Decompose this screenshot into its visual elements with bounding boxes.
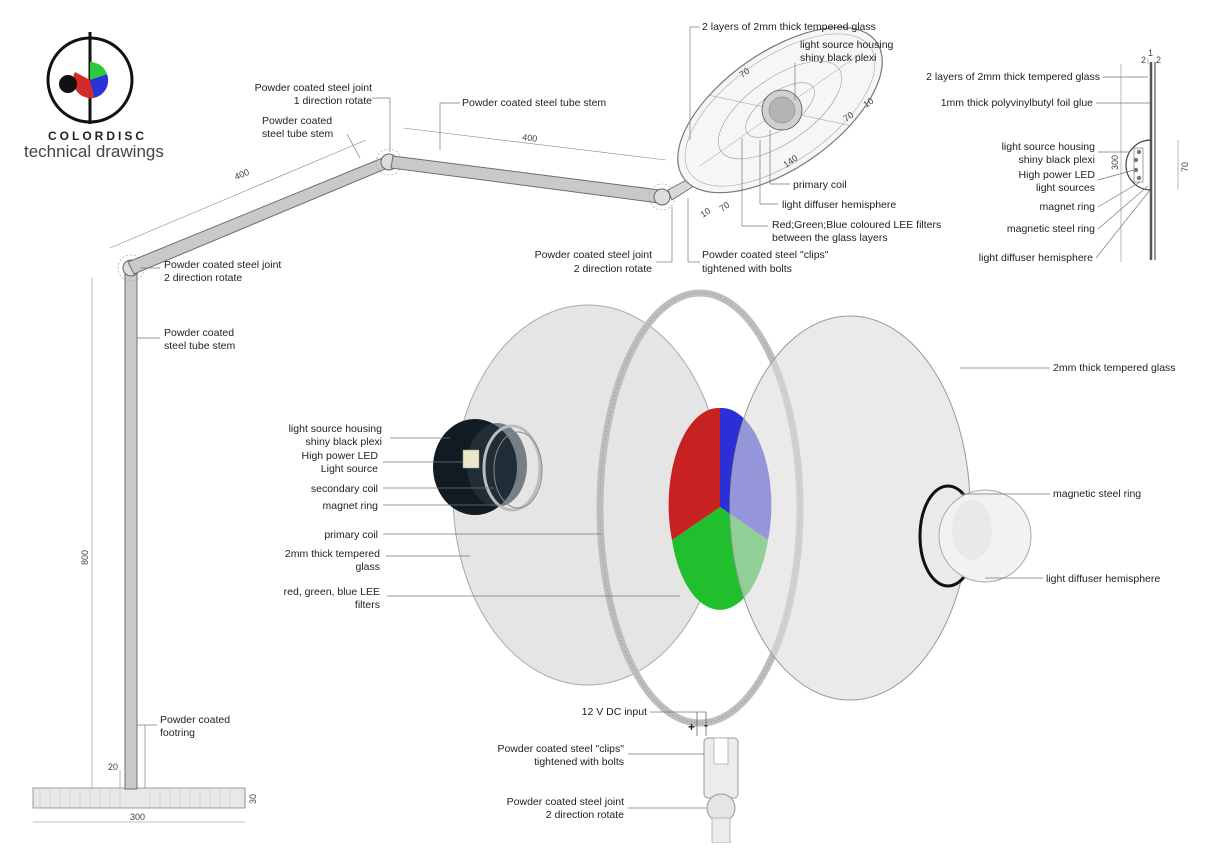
label-housing-top-l1: light source housing	[800, 39, 894, 51]
dim-height: 800	[80, 550, 90, 565]
magnet-ring	[493, 431, 543, 509]
label-ex-minus: -	[704, 718, 708, 732]
dimension-lines	[33, 64, 1179, 823]
label-joint-lower-l1: Powder coated steel joint	[164, 259, 281, 271]
upper-arm	[390, 155, 661, 204]
label-joint-1dir-l1: Powder coated steel joint	[255, 82, 372, 94]
logo-blue-slice	[90, 74, 109, 98]
glass-right	[729, 315, 971, 701]
label-ex-filters-l1: red, green, blue LEE	[284, 586, 380, 598]
label-tube-vertical-l2: steel tube stem	[164, 340, 235, 352]
vertical-stem	[124, 271, 138, 790]
label-ex-plus: +	[688, 720, 695, 734]
disc-perspective-view	[677, 26, 883, 194]
label-section-glass: 2 layers of 2mm thick tempered glass	[926, 71, 1100, 83]
label-section-foil: 1mm thick polyvinylbutyl foil glue	[941, 97, 1093, 109]
dim-arm-lower: 400	[233, 167, 251, 182]
label-ex-dc-input: 12 V DC input	[582, 706, 647, 718]
label-tube-upper-l1: Powder coated	[262, 115, 332, 127]
label-ex-filters-l2: filters	[355, 599, 380, 611]
label-filters-top-l1: Red;Green;Blue coloured LEE filters	[772, 219, 941, 231]
label-clips-top-l2: tightened with bolts	[702, 263, 792, 275]
label-section-diffuser: light diffuser hemisphere	[979, 252, 1093, 264]
logo-black-dot	[59, 75, 77, 93]
label-joint-right-l2: 2 direction rotate	[574, 263, 652, 275]
base-plate	[32, 787, 246, 809]
dim-disc-70-c: 70	[717, 200, 731, 214]
red-filter	[668, 407, 720, 540]
label-ex-glass-left-l2: glass	[355, 561, 380, 573]
label-ex-glass-right: 2mm thick tempered glass	[1053, 362, 1176, 374]
label-ex-clips-l1: Powder coated steel "clips"	[497, 743, 624, 755]
label-ex-primary-coil: primary coil	[324, 529, 378, 541]
label-section-housing-l1: light source housing	[1002, 141, 1096, 153]
lower-arm	[127, 156, 391, 275]
upper-joint	[653, 188, 671, 206]
secondary-coil	[482, 424, 542, 512]
label-joint-1dir-l2: 1 direction rotate	[294, 95, 372, 107]
section-hemisphere	[1125, 139, 1152, 191]
label-diffuser-top: light diffuser hemisphere	[782, 199, 896, 211]
label-ex-glass-left-l1: 2mm thick tempered	[285, 548, 380, 560]
label-ex-housing-l1: light source housing	[289, 423, 383, 435]
dim-footring-gap: 20	[108, 762, 118, 772]
dim-section-2b: 2	[1156, 55, 1161, 65]
label-section-magnet-ring: magnet ring	[1040, 201, 1096, 213]
label-joint-right-l1: Powder coated steel joint	[535, 249, 652, 261]
dim-section-70: 70	[1180, 162, 1190, 172]
dim-disc-10-a: 10	[861, 96, 875, 110]
exploded-view	[433, 289, 1032, 844]
section-labels: 2 layers of 2mm thick tempered glass 1mm…	[926, 71, 1100, 264]
label-ex-magnet-ring: magnet ring	[323, 500, 379, 512]
label-ex-steel-ring: magnetic steel ring	[1053, 488, 1141, 500]
leader-lines	[137, 26, 1151, 809]
label-clips-top-l1: Powder coated steel "clips"	[702, 249, 829, 261]
label-ex-joint-l1: Powder coated steel joint	[507, 796, 624, 808]
logo-red-slice	[72, 72, 94, 99]
label-ex-led-l1: High power LED	[302, 450, 379, 462]
dim-disc-70-a: 70	[737, 66, 751, 80]
exploded-labels: light source housing shiny black plexi H…	[284, 362, 1176, 821]
label-glass-top: 2 layers of 2mm thick tempered glass	[702, 21, 876, 33]
dim-base-width: 300	[130, 812, 145, 822]
lamp-side-view	[32, 148, 695, 809]
logo-green-slice	[90, 61, 107, 80]
label-filters-top-l2: between the glass layers	[772, 232, 888, 244]
label-primary-coil-top: primary coil	[793, 179, 847, 191]
side-view-labels: Powder coated steel joint 1 direction ro…	[160, 21, 941, 739]
label-ex-joint-l2: 2 direction rotate	[546, 809, 624, 821]
label-footring-l1: Powder coated	[160, 714, 230, 726]
label-ex-clips-l2: tightened with bolts	[534, 756, 624, 768]
label-ex-led-l2: Light source	[321, 463, 378, 475]
dim-arm-upper: 400	[522, 132, 538, 144]
dim-disc-70-b: 70	[841, 110, 855, 124]
label-tube-upper-l2: steel tube stem	[262, 128, 333, 140]
label-ex-housing-l2: shiny black plexi	[306, 436, 382, 448]
label-housing-top-l2: shiny black plexi	[800, 52, 876, 64]
label-ex-diffuser: light diffuser hemisphere	[1046, 573, 1160, 585]
label-joint-lower-l2: 2 direction rotate	[164, 272, 242, 284]
brand-subtitle: technical drawings	[24, 142, 164, 161]
dim-section-2a: 2	[1141, 55, 1146, 65]
dim-disc-10-b: 10	[698, 206, 712, 220]
label-tube-top: Powder coated steel tube stem	[462, 97, 606, 109]
label-ex-secondary-coil: secondary coil	[311, 483, 378, 495]
dim-base-height: 30	[248, 794, 258, 804]
label-tube-vertical-l1: Powder coated	[164, 327, 234, 339]
label-section-housing-l2: shiny black plexi	[1019, 154, 1095, 166]
dim-section-300: 300	[1110, 155, 1120, 170]
dim-section-1: 1	[1148, 48, 1153, 58]
label-section-led-l1: High power LED	[1019, 169, 1096, 181]
brand-name: COLORDISC	[48, 129, 147, 143]
label-footring-l2: footring	[160, 727, 195, 739]
label-section-steel-ring: magnetic steel ring	[1007, 223, 1095, 235]
section-view	[1125, 58, 1156, 260]
colordisc-logo	[46, 32, 134, 124]
led-chip	[462, 449, 480, 469]
label-section-led-l2: light sources	[1036, 182, 1095, 194]
